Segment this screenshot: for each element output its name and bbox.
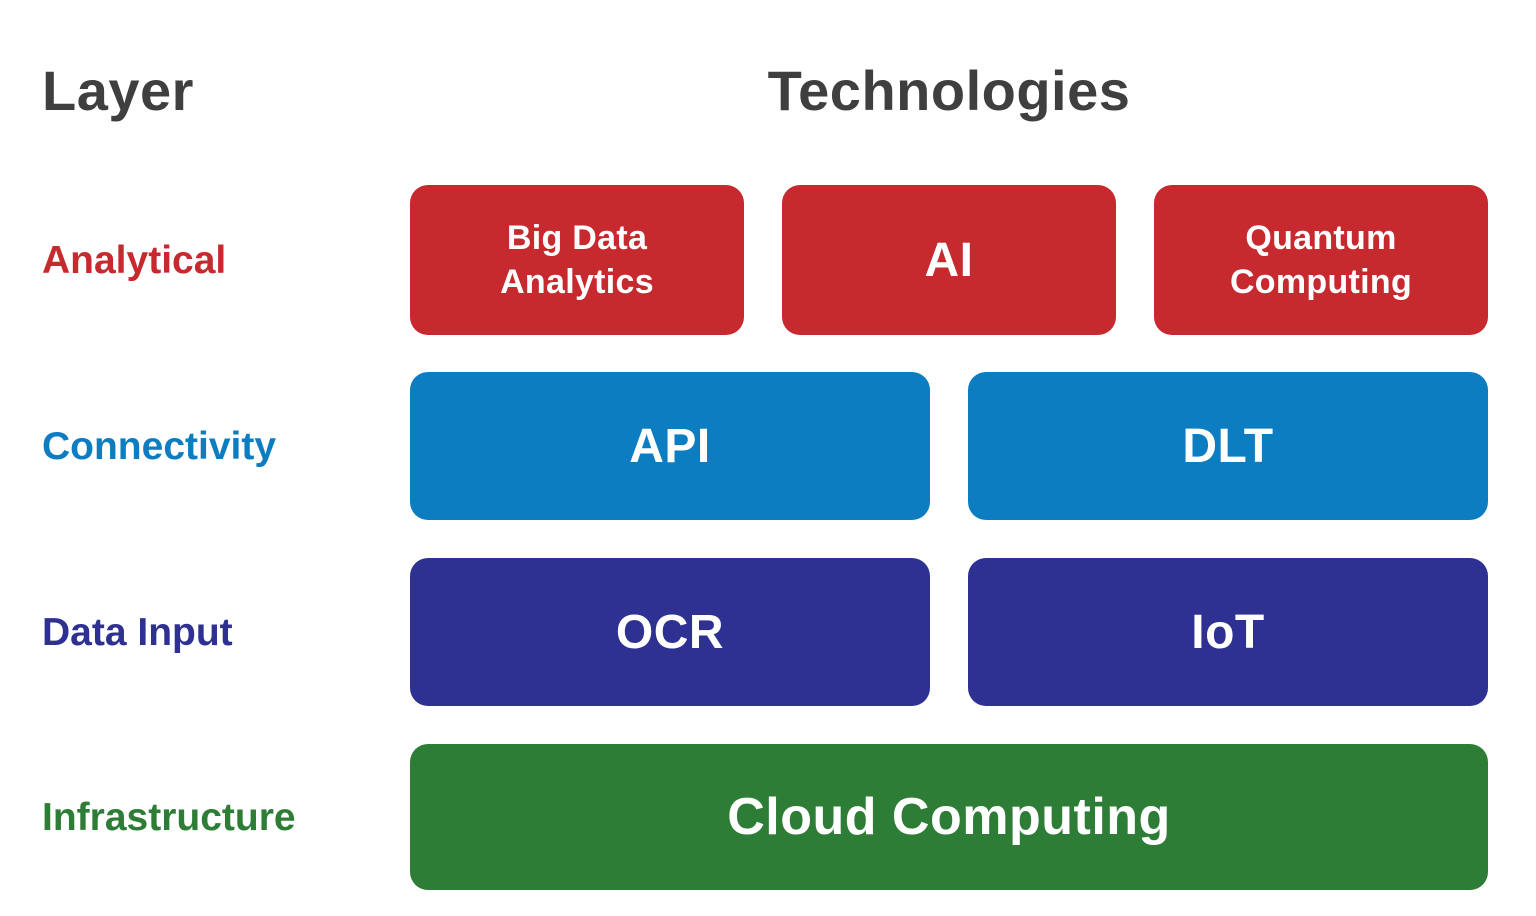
column-header-layer: Layer: [42, 59, 194, 122]
row-boxes-infrastructure: Cloud Computing: [410, 744, 1488, 890]
tech-box-label: OCR: [615, 605, 725, 659]
row-label-infrastructure: Infrastructure: [42, 796, 296, 839]
row-label-data-input: Data Input: [42, 611, 233, 654]
tech-box-iot: IoT: [968, 558, 1488, 706]
tech-box-label: DLT: [1182, 419, 1274, 473]
tech-box-api: API: [410, 372, 930, 520]
tech-box-label: Quantum Computing: [1229, 218, 1413, 301]
row-boxes-analytical: Big Data Analytics AI Quantum Computing: [410, 185, 1488, 335]
tech-box-ai: AI: [782, 185, 1116, 335]
row-boxes-connectivity: API DLT: [410, 372, 1488, 520]
row-label-connectivity: Connectivity: [42, 425, 277, 468]
tech-box-label: API: [629, 419, 711, 473]
tech-box-label: Big Data Analytics: [500, 218, 654, 301]
row-boxes-data-input: OCR IoT: [410, 558, 1488, 706]
tech-box-cloud-computing: Cloud Computing: [410, 744, 1488, 890]
tech-box-quantum-computing: Quantum Computing: [1154, 185, 1488, 335]
tech-box-label: AI: [924, 233, 974, 287]
tech-box-label: IoT: [1191, 605, 1265, 659]
column-header-technologies: Technologies: [767, 59, 1131, 122]
tech-box-label: Cloud Computing: [727, 788, 1171, 846]
tech-box-dlt: DLT: [968, 372, 1488, 520]
row-label-analytical: Analytical: [42, 239, 227, 282]
tech-box-ocr: OCR: [410, 558, 930, 706]
tech-box-big-data-analytics: Big Data Analytics: [410, 185, 744, 335]
